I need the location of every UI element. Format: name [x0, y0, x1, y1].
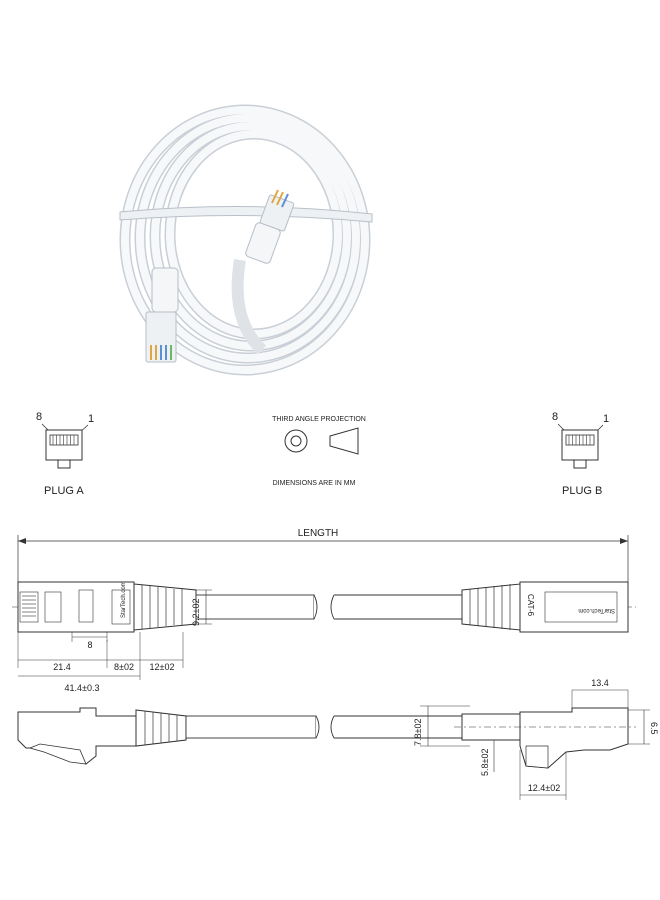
dim-21-4: 21.4 — [53, 662, 71, 672]
plug-photo-right — [231, 189, 295, 355]
dim-5-8: 5.8±02 — [480, 749, 490, 776]
projection-title: THIRD ANGLE PROJECTION — [272, 416, 366, 423]
top-view: LENGTH StarTech.com — [12, 528, 636, 693]
brand-text-right: StarTech.com — [578, 607, 615, 613]
dim-8-02: 8±02 — [114, 662, 134, 672]
dim-total: 41.4±0.3 — [65, 683, 100, 693]
cat-label: CAT-6 — [526, 594, 535, 617]
dim-8: 8 — [87, 640, 92, 650]
plug-photo-left — [145, 267, 179, 363]
dim-12-4: 12.4±02 — [528, 783, 560, 793]
dim-7-8: 7.8±02 — [413, 719, 423, 746]
dim-boot-height: 9.2±02 — [191, 599, 201, 626]
projection-symbol: THIRD ANGLE PROJECTION DIMENSIONS ARE IN… — [272, 416, 366, 487]
units-note: DIMENSIONS ARE IN MM — [273, 480, 356, 487]
dim-13-4: 13.4 — [591, 678, 609, 688]
plug-a-pin-1: 1 — [88, 413, 94, 425]
plug-a-front-view: 8 1 PLUG A — [36, 411, 94, 497]
dim-12-02: 12±02 — [150, 662, 175, 672]
plug-b-pin-1: 1 — [603, 413, 609, 425]
plug-a-label: PLUG A — [44, 485, 84, 497]
plug-a-pin-8: 8 — [36, 411, 42, 423]
dim-6-5: 6.5 — [649, 722, 659, 735]
coiled-cable-photo — [119, 104, 373, 376]
plug-b-pin-8: 8 — [552, 411, 558, 423]
plug-b-front-view: 8 1 PLUG B — [552, 411, 609, 497]
plug-b-label: PLUG B — [562, 485, 602, 497]
side-view: 13.4 7.8±02 6.5 5.8±02 — [17, 678, 659, 800]
brand-text-left: StarTech.com — [121, 581, 127, 618]
length-label: LENGTH — [298, 528, 339, 539]
